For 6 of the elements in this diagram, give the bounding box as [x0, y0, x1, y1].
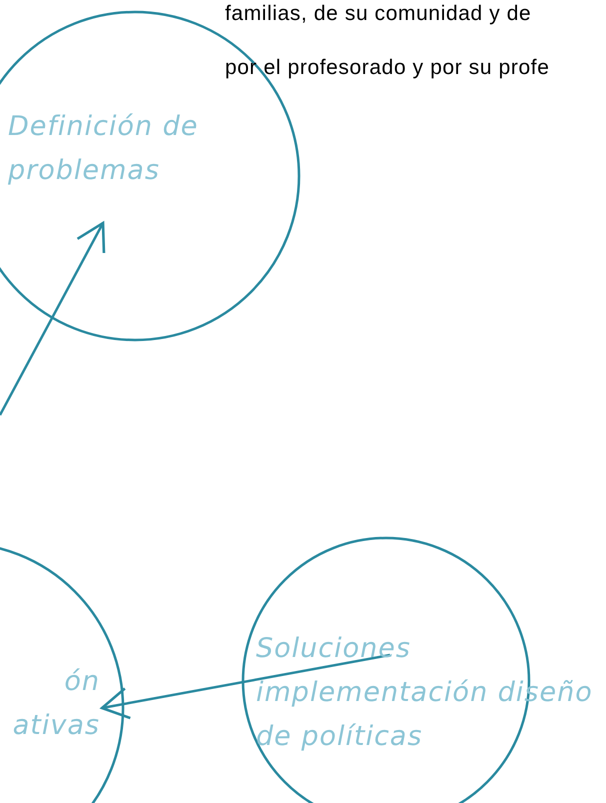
node-label: Definición de problemas — [8, 110, 200, 188]
arrow — [100, 654, 390, 720]
body-text: por el profesorado y por su profe — [225, 55, 550, 81]
body-text: familias, de su comunidad y de — [225, 1, 532, 27]
arrow — [0, 222, 106, 416]
node-label: ón ativas — [12, 665, 100, 743]
